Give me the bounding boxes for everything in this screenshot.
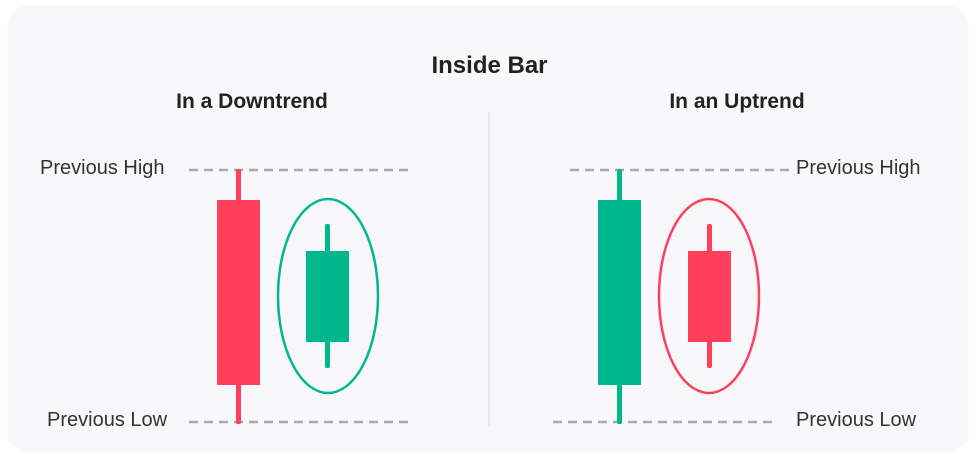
downtrend-panel bbox=[189, 168, 410, 424]
mother-bar-bullish bbox=[598, 169, 641, 424]
mother-bar-bearish bbox=[217, 169, 260, 424]
inside-bar-highlight-ellipse bbox=[276, 197, 380, 395]
uptrend-subtitle: In an Uptrend bbox=[669, 90, 805, 113]
uptrend-previous-high-label: Previous High bbox=[796, 157, 921, 179]
downtrend-previous-low-label: Previous Low bbox=[47, 409, 168, 431]
inside-bar-bullish bbox=[306, 224, 349, 368]
diagram-card bbox=[7, 5, 969, 452]
downtrend-previous-high-label: Previous High bbox=[40, 157, 165, 179]
inside-bar-bearish bbox=[688, 224, 731, 368]
uptrend-panel bbox=[553, 168, 790, 424]
diagram-title: Inside Bar bbox=[431, 52, 548, 79]
inside-bar-highlight-ellipse bbox=[657, 197, 761, 395]
downtrend-subtitle: In a Downtrend bbox=[176, 90, 328, 113]
uptrend-previous-low-label: Previous Low bbox=[796, 409, 917, 431]
